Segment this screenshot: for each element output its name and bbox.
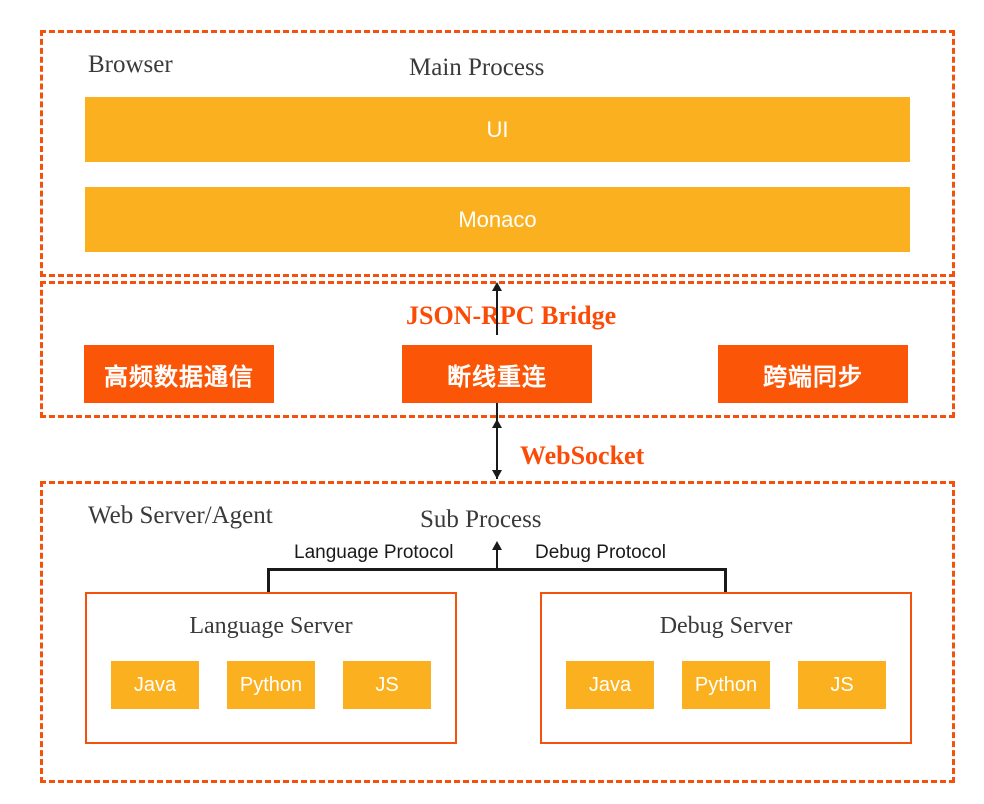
websocket-arrowhead-down-icon — [492, 470, 502, 479]
feature-box-cross-platform-sync[interactable]: 跨端同步 — [718, 345, 908, 403]
sub-process-label: Sub Process — [420, 506, 542, 533]
language-server-chip-row: Java Python JS — [87, 661, 455, 709]
chip-js[interactable]: JS — [343, 661, 431, 709]
chip-python[interactable]: Python — [227, 661, 315, 709]
sub-process-arrowhead-icon — [492, 541, 502, 550]
web-server-zone-label: Web Server/Agent — [88, 502, 273, 529]
chip-java[interactable]: Java — [566, 661, 654, 709]
feature-box-reconnect[interactable]: 断线重连 — [402, 345, 592, 403]
chip-java[interactable]: Java — [111, 661, 199, 709]
json-rpc-bridge-label: JSON-RPC Bridge — [406, 301, 617, 330]
bridge-to-browser-arrow-line — [496, 285, 498, 335]
feature-box-high-frequency-data[interactable]: 高频数据通信 — [84, 345, 274, 403]
debug-server-chip-row: Java Python JS — [542, 661, 910, 709]
ui-layer-bar[interactable]: UI — [85, 97, 910, 162]
chip-python[interactable]: Python — [682, 661, 770, 709]
websocket-arrowhead-up-icon — [492, 419, 502, 428]
bridge-lower-arrow-line — [496, 403, 498, 421]
sub-process-arrow-line — [496, 545, 498, 570]
browser-zone-label: Browser — [88, 51, 173, 78]
server-bracket-left-leg — [267, 568, 270, 592]
websocket-arrow-line — [496, 421, 498, 479]
bridge-to-browser-arrowhead-icon — [492, 282, 502, 291]
chip-js[interactable]: JS — [798, 661, 886, 709]
monaco-layer-bar[interactable]: Monaco — [85, 187, 910, 252]
debug-protocol-caption: Debug Protocol — [535, 542, 666, 563]
debug-server-card[interactable]: Debug Server Java Python JS — [540, 592, 912, 744]
websocket-label: WebSocket — [520, 441, 645, 470]
language-server-card[interactable]: Language Server Java Python JS — [85, 592, 457, 744]
language-protocol-caption: Language Protocol — [294, 542, 454, 563]
server-bracket-right-leg — [724, 568, 727, 592]
main-process-label: Main Process — [409, 54, 545, 81]
language-server-title: Language Server — [189, 613, 353, 639]
debug-server-title: Debug Server — [659, 613, 793, 639]
web-server-section-boundary — [40, 481, 955, 783]
browser-section-boundary — [40, 30, 955, 277]
